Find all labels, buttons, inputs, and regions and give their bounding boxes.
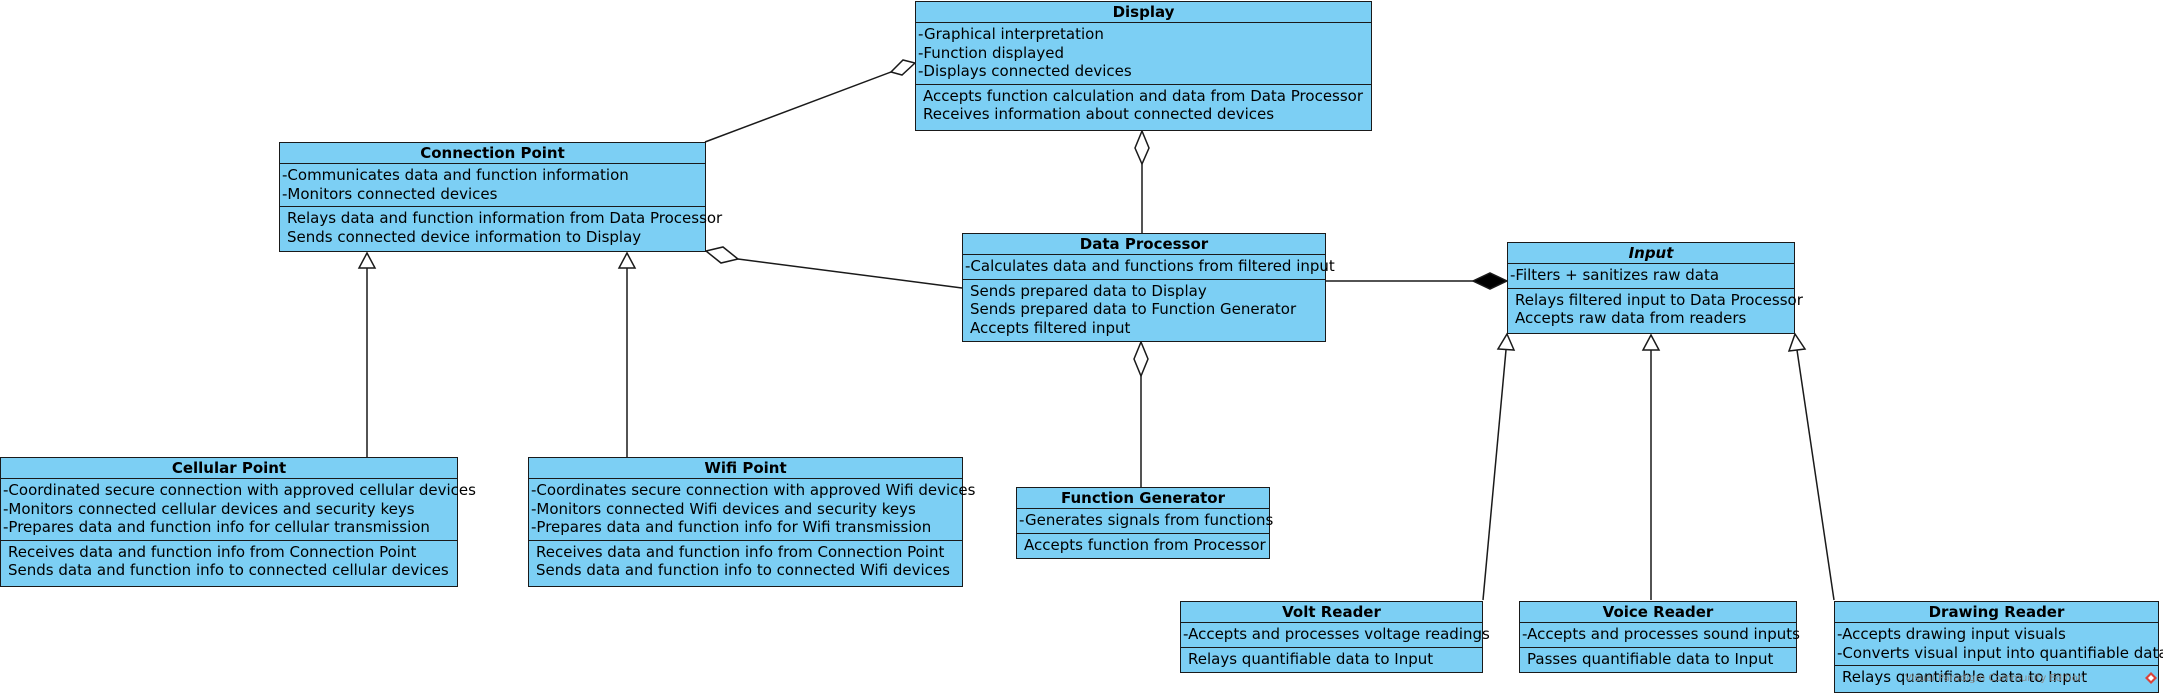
- operation: Relays filtered input to Data Processor: [1515, 290, 1803, 309]
- generalization-volt-reader: [1482, 332, 1516, 601]
- class-volt-reader[interactable]: Volt Reader -Accepts and processes volta…: [1180, 601, 1490, 673]
- attribute: -Accepts drawing input visuals: [1837, 625, 2066, 643]
- attribute: -Converts visual input into quantifiable…: [1837, 643, 2163, 662]
- attributes-compartment: -Coordinates secure connection with appr…: [529, 479, 976, 541]
- class-title: Volt Reader: [1181, 602, 1482, 623]
- attribute: -Accepts and processes voltage readings: [1183, 625, 1490, 643]
- attributes-compartment: -Generates signals from functions: [1017, 509, 1274, 534]
- class-title: Data Processor: [963, 234, 1325, 255]
- operation: Sends prepared data to Display: [970, 281, 1207, 300]
- attribute: -Generates signals from functions: [1019, 511, 1274, 529]
- attribute: -Coordinated secure connection with appr…: [3, 481, 476, 499]
- attribute: -Monitors connected cellular devices and…: [3, 499, 415, 518]
- attribute: -Graphical interpretation: [918, 25, 1104, 43]
- operation: Relays quantifiable data to Input: [1842, 668, 2088, 686]
- operation: Receives data and function info from Con…: [8, 542, 417, 561]
- operations-compartment: Relays quantifiable data to Input: [1181, 648, 1482, 672]
- operation: Passes quantifiable data to Input: [1527, 649, 1774, 668]
- operation: Receives information about connected dev…: [923, 105, 1275, 123]
- attribute: -Accepts and processes sound inputs: [1522, 625, 1800, 643]
- generalization-voice-reader: [1641, 333, 1661, 600]
- operations-compartment: Relays filtered input to Data Processor …: [1508, 289, 1803, 331]
- class-wifi-point[interactable]: Wifi Point -Coordinates secure connectio…: [528, 457, 976, 587]
- attributes-compartment: -Filters + sanitizes raw data: [1508, 264, 1794, 289]
- attributes-compartment: -Accepts drawing input visuals -Converts…: [1835, 623, 2163, 666]
- class-input[interactable]: Input -Filters + sanitizes raw data Rela…: [1507, 242, 1803, 334]
- attributes-compartment: -Coordinated secure connection with appr…: [1, 479, 476, 541]
- class-title: Function Generator: [1017, 488, 1269, 509]
- operation: Accepts raw data from readers: [1515, 309, 1747, 327]
- attributes-compartment: -Graphical interpretation -Function disp…: [916, 23, 1371, 85]
- class-title: Input: [1508, 243, 1794, 264]
- attribute: -Prepares data and function info for Wif…: [531, 518, 932, 536]
- operations-compartment: Relays quantifiable data to Input: [1835, 666, 2158, 690]
- operation: Sends connected device information to Di…: [287, 227, 642, 246]
- operations-compartment: Accepts function from Processor: [1017, 534, 1269, 558]
- attribute: -Prepares data and function info for cel…: [3, 518, 430, 536]
- operation: Sends prepared data to Function Generato…: [970, 300, 1297, 318]
- attribute: -Calculates data and functions from filt…: [965, 257, 1335, 275]
- class-data-processor[interactable]: Data Processor -Calculates data and func…: [962, 233, 1335, 342]
- class-display[interactable]: Display -Graphical interpretation -Funct…: [915, 1, 1372, 131]
- class-connection-point[interactable]: Connection Point -Communicates data and …: [279, 142, 723, 252]
- attributes-compartment: -Communicates data and function informat…: [280, 164, 705, 207]
- class-drawing-reader[interactable]: Drawing Reader -Accepts drawing input vi…: [1834, 601, 2163, 693]
- operation: Accepts function calculation and data fr…: [923, 86, 1364, 105]
- operations-compartment: Accepts function calculation and data fr…: [916, 85, 1371, 127]
- operations-compartment: Relays data and function information fro…: [280, 207, 723, 249]
- class-function-generator[interactable]: Function Generator -Generates signals fr…: [1016, 487, 1274, 559]
- operation: Sends data and function info to connecte…: [8, 561, 449, 579]
- operation: Accepts function from Processor: [1024, 535, 1266, 554]
- generalization-cellular-point: [357, 251, 377, 457]
- attribute: -Communicates data and function informat…: [282, 166, 629, 184]
- operations-compartment: Passes quantifiable data to Input: [1520, 648, 1796, 672]
- class-title: Drawing Reader: [1835, 602, 2158, 623]
- aggregation-display-data-processor: [1134, 129, 1150, 233]
- attribute: -Function displayed: [918, 43, 1064, 62]
- attribute: -Coordinates secure connection with appr…: [531, 481, 976, 499]
- attribute: -Monitors connected Wifi devices and sec…: [531, 499, 916, 518]
- operation: Sends data and function info to connecte…: [536, 561, 950, 579]
- aggregation-data-processor-function-generator: [1133, 340, 1149, 487]
- operations-compartment: Receives data and function info from Con…: [529, 541, 962, 583]
- attribute: -Displays connected devices: [918, 62, 1132, 80]
- class-voice-reader[interactable]: Voice Reader -Accepts and processes soun…: [1519, 601, 1800, 673]
- class-title: Connection Point: [280, 143, 705, 164]
- watermark-text: Visual Paradigm Community Edition: [1905, 673, 2085, 684]
- class-title: Wifi Point: [529, 458, 962, 479]
- operations-compartment: Sends prepared data to Display Sends pre…: [963, 280, 1325, 341]
- attribute: -Monitors connected devices: [282, 184, 498, 203]
- attributes-compartment: -Accepts and processes voltage readings: [1181, 623, 1490, 648]
- composition-input-data-processor: [1326, 272, 1509, 290]
- operation: Relays quantifiable data to Input: [1188, 649, 1434, 668]
- class-title: Voice Reader: [1520, 602, 1796, 623]
- class-title: Display: [916, 2, 1371, 23]
- class-cellular-point[interactable]: Cellular Point -Coordinated secure conne…: [0, 457, 476, 587]
- operation: Receives data and function info from Con…: [536, 542, 945, 561]
- attribute: -Filters + sanitizes raw data: [1510, 266, 1720, 284]
- class-title: Cellular Point: [1, 458, 457, 479]
- operation: Relays data and function information fro…: [287, 209, 723, 227]
- attributes-compartment: -Calculates data and functions from filt…: [963, 255, 1335, 280]
- operation: Accepts filtered input: [970, 318, 1131, 337]
- generalization-drawing-reader: [1787, 332, 1835, 601]
- aggregation-connection-point-data-processor: [704, 246, 963, 289]
- generalization-wifi-point: [617, 251, 637, 457]
- attributes-compartment: -Accepts and processes sound inputs: [1520, 623, 1800, 648]
- visual-paradigm-logo-icon: [2145, 672, 2157, 684]
- aggregation-display-connection-point: [704, 59, 917, 143]
- operations-compartment: Receives data and function info from Con…: [1, 541, 457, 583]
